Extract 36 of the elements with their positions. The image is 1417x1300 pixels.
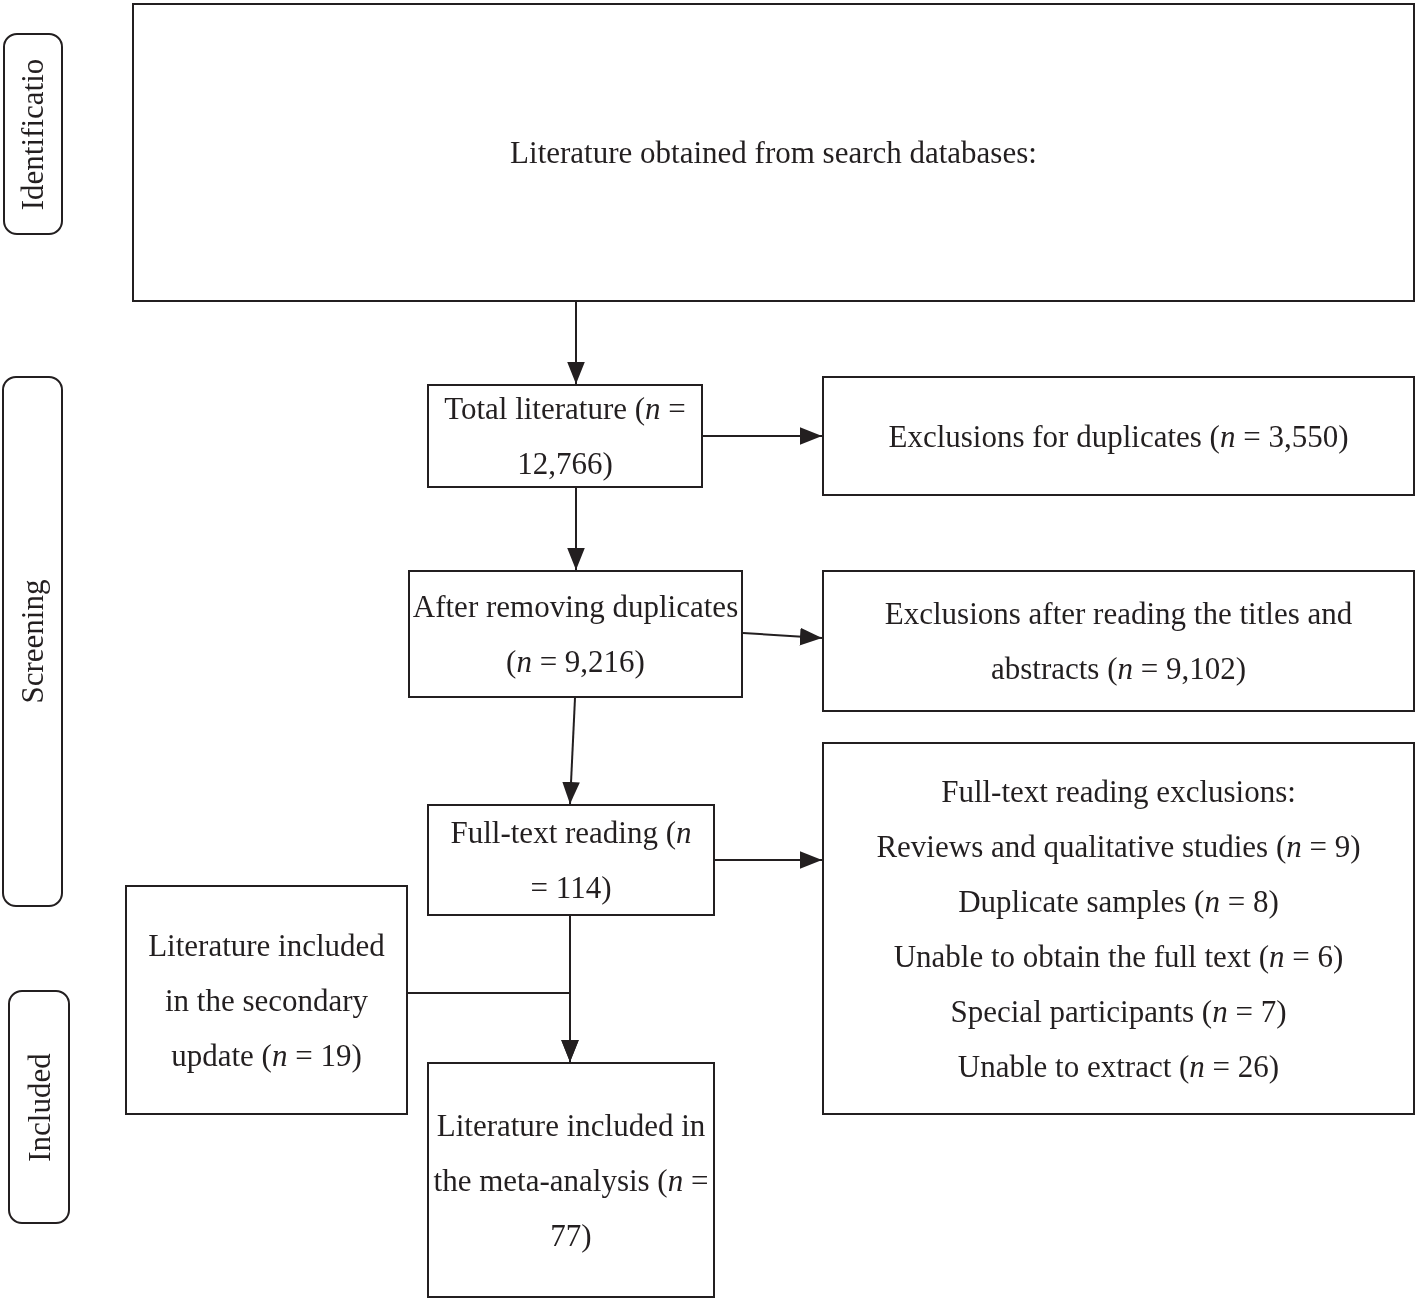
- section-label: Included: [20, 1052, 58, 1162]
- section-band: [2, 376, 63, 907]
- process-box: [427, 1062, 715, 1298]
- section-band: [8, 990, 70, 1224]
- box-text: Unable to extract (n = 26): [957, 1047, 1280, 1086]
- arrow: [714, 851, 823, 869]
- arrow: [407, 992, 579, 1063]
- process-box: [427, 384, 703, 488]
- arrow: [562, 697, 580, 805]
- box-text: Special participants (n = 7): [950, 992, 1287, 1031]
- process-box: [132, 3, 1415, 302]
- arrow: [567, 487, 585, 571]
- box-text: Total literature (n = 12,766): [443, 390, 687, 483]
- process-box: [408, 570, 743, 698]
- process-box: [822, 570, 1415, 712]
- box-text: After removing duplicates (n = 9,216): [411, 588, 740, 681]
- box-text: Full-text reading exclusions:: [941, 772, 1296, 811]
- box-text: Duplicate samples (n = 8): [958, 882, 1279, 921]
- section-label: Screening: [14, 579, 51, 704]
- box-text: Full-text reading (n = 114): [449, 814, 693, 907]
- arrow: [742, 627, 823, 646]
- process-box: [427, 804, 715, 916]
- process-box: [822, 376, 1415, 496]
- box-text: Reviews and qualitative studies (n = 9): [876, 827, 1361, 866]
- box-text: Literature included in the meta-analysis (n = 77): [433, 1106, 709, 1255]
- box-text: Exclusions after reading the titles and abstracts (n = 9,102): [883, 595, 1354, 688]
- arrow: [567, 301, 585, 385]
- process-box: [822, 742, 1415, 1115]
- box-text: Unable to obtain the full text (n = 6): [893, 937, 1344, 976]
- process-box: [125, 885, 408, 1115]
- section-label: Identificatio: [14, 58, 52, 210]
- box-text: Literature included in the secondary update (n = 19): [147, 926, 386, 1075]
- arrow: [702, 427, 823, 445]
- section-band: [3, 33, 63, 235]
- box-text: Exclusions for duplicates (n = 3,550): [888, 417, 1349, 456]
- box-text: Literature obtained from search databases:: [510, 134, 1037, 172]
